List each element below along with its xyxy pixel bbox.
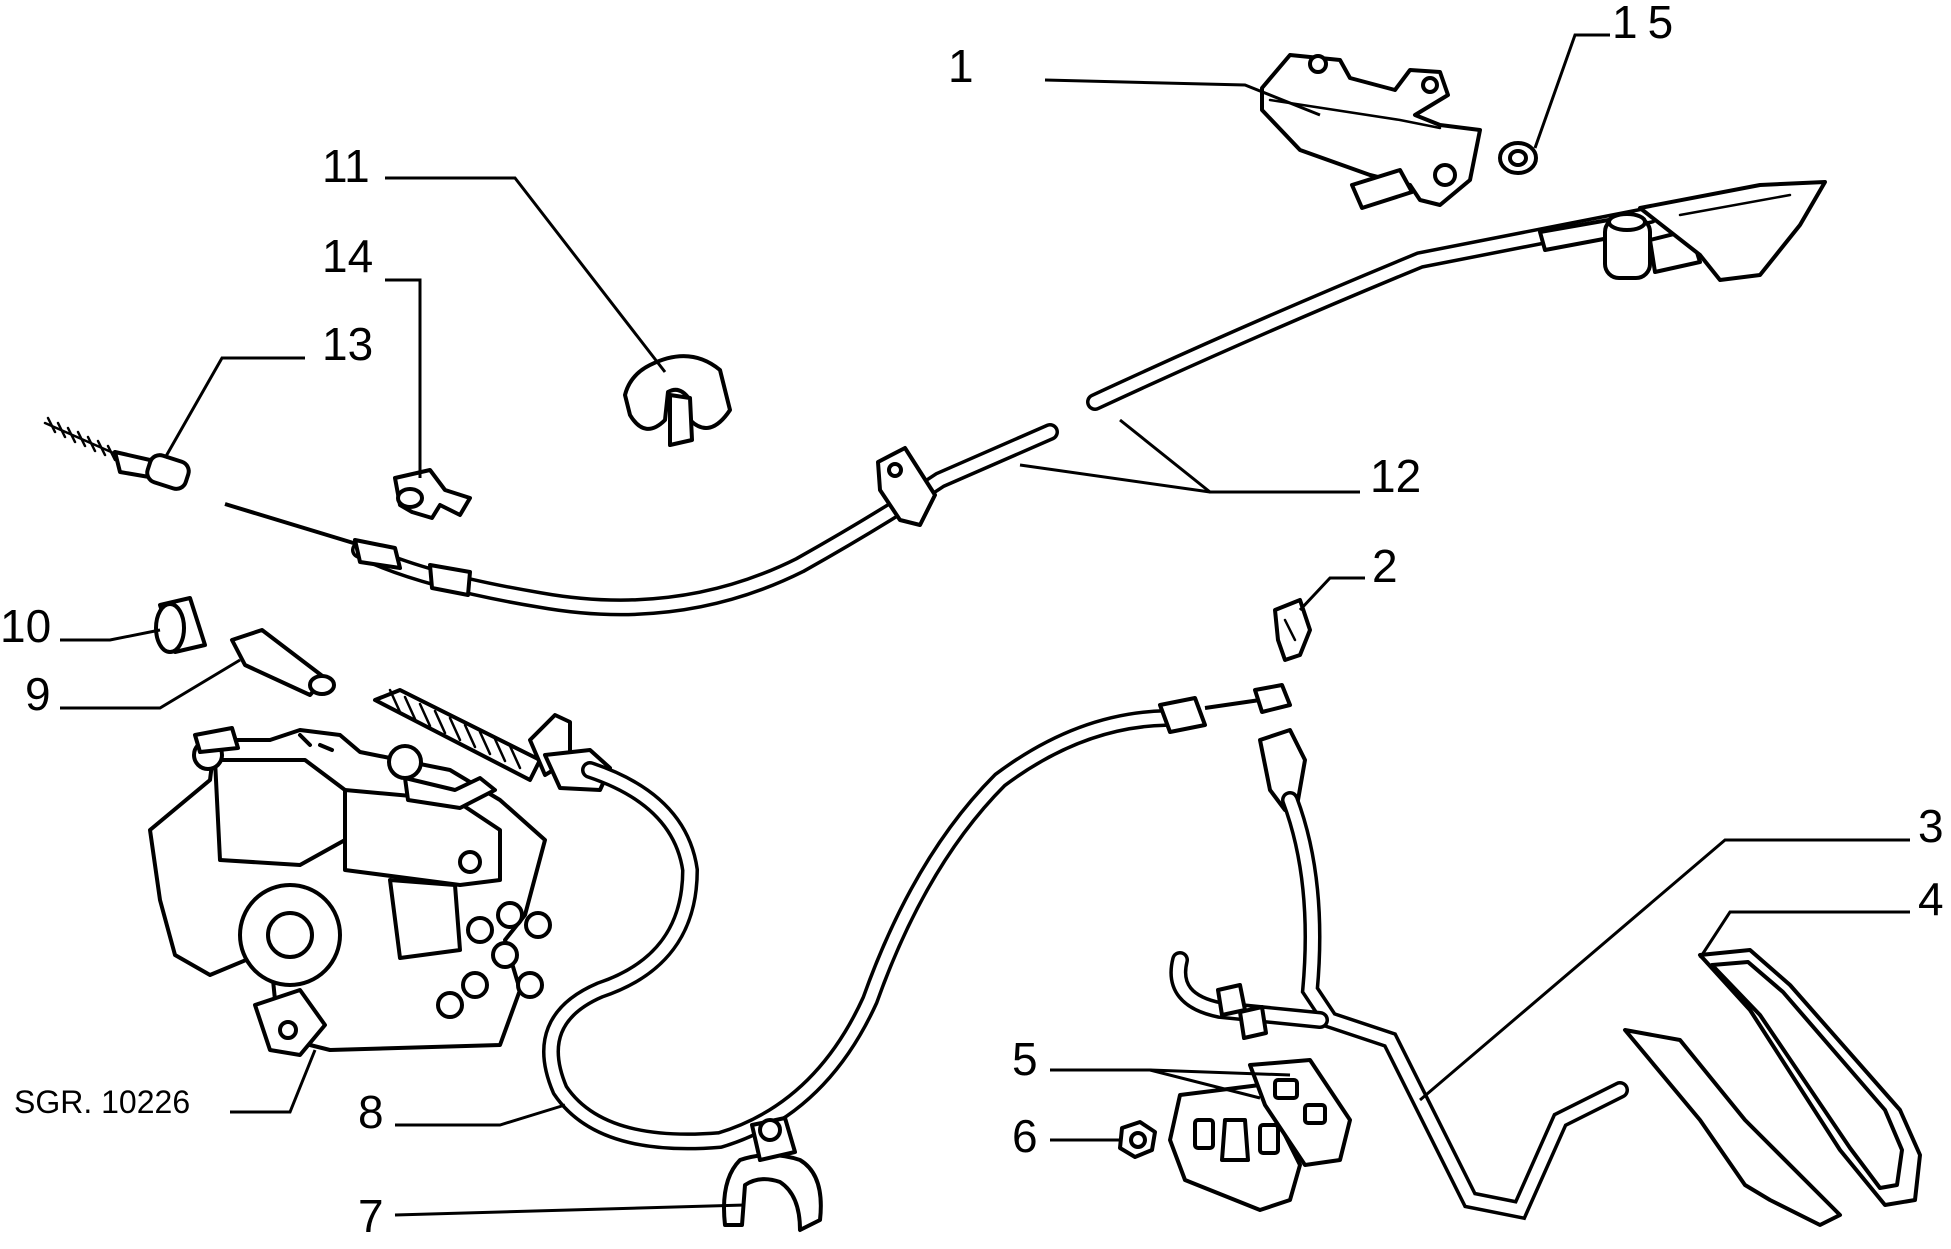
leader-1: [1044, 78, 1321, 117]
leader-ref: [230, 1049, 317, 1114]
callout-8: 8: [358, 1086, 384, 1138]
callout-2: 2: [1372, 540, 1398, 592]
callout-5: 5: [1012, 1033, 1038, 1085]
part-13-cable-end: [43, 416, 191, 491]
callout-7: 7: [358, 1190, 384, 1242]
callout-3: 3: [1918, 800, 1944, 852]
part-1-bracket: [1260, 53, 1482, 210]
leader-3: [1419, 838, 1910, 1102]
part-6-nut: [1118, 1120, 1157, 1159]
part-9-pin: [230, 628, 336, 697]
leader-9: [60, 658, 241, 710]
leader-11: [385, 176, 667, 373]
leader-8: [395, 1103, 566, 1127]
leader-12b: [1019, 463, 1211, 494]
leader-12: [1119, 418, 1360, 494]
part-14-clip: [393, 468, 472, 520]
part-11-clip: [623, 354, 732, 447]
callout-1: 1: [948, 40, 974, 92]
leader-14: [385, 278, 422, 478]
part-12-upper-cable: [224, 180, 1827, 617]
part-3-pedal-lever: [1169, 728, 1842, 1227]
part-7-clip: [722, 1116, 823, 1232]
part-4-pedal-pad: [1698, 948, 1922, 1207]
leader-7: [394, 1203, 746, 1217]
injection-pump: [148, 726, 552, 1057]
callout-9: 9: [25, 668, 51, 720]
callout-15: 15: [1612, 0, 1683, 48]
reference-code: SGR. 10226: [14, 1084, 190, 1120]
callout-4: 4: [1918, 873, 1944, 925]
callout-6: 6: [1012, 1110, 1038, 1162]
leader-5b: [1149, 1068, 1291, 1077]
callout-13: 13: [322, 318, 373, 370]
part-5-bracket: [1168, 1058, 1352, 1212]
leader-lines: [60, 33, 1910, 1217]
leader-15: [1533, 33, 1610, 149]
part-10-bushing: [154, 596, 207, 654]
leader-10: [60, 628, 161, 642]
callout-12: 12: [1370, 450, 1421, 502]
callout-10: 10: [0, 600, 51, 652]
part-2-clip: [1273, 598, 1312, 662]
callout-14: 14: [322, 230, 373, 282]
callout-11: 11: [322, 140, 370, 192]
part-8-lower-cable: [373, 683, 1292, 1151]
leader-2: [1298, 576, 1365, 612]
leader-13: [163, 356, 305, 459]
part-15-washer: [1498, 141, 1538, 175]
leader-4: [1698, 910, 1910, 959]
